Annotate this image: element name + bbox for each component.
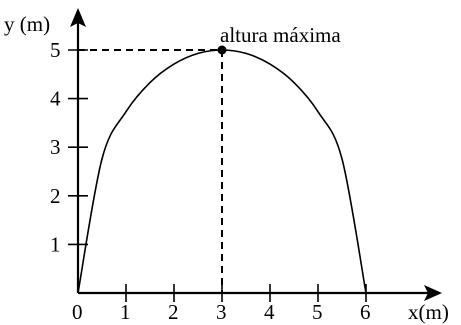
max-height-annotation: altura máxima xyxy=(220,23,341,47)
x-tick-label: 0 xyxy=(72,300,83,324)
max-height-point xyxy=(217,45,227,55)
x-tick-label: 1 xyxy=(120,300,131,324)
y-tick-label: 2 xyxy=(50,184,61,208)
x-axis-label: x(m) xyxy=(408,300,449,324)
y-tick-label: 5 xyxy=(50,38,61,62)
x-axis-ticks: 0 1 2 3 4 5 6 xyxy=(72,284,371,324)
x-tick-label: 6 xyxy=(360,300,371,324)
y-tick-label: 1 xyxy=(50,232,61,256)
x-axis-arrow-icon xyxy=(424,285,442,301)
x-tick-label: 2 xyxy=(168,300,179,324)
y-tick-label: 4 xyxy=(50,87,61,111)
y-axis-ticks: 1 2 3 4 5 xyxy=(50,38,88,256)
x-tick-label: 3 xyxy=(216,300,227,324)
x-tick-label: 5 xyxy=(312,300,323,324)
y-axis-label: y (m) xyxy=(4,12,50,36)
max-height-guides xyxy=(78,49,223,293)
y-tick-label: 3 xyxy=(50,135,61,159)
x-tick-label: 4 xyxy=(264,300,275,324)
y-axis-arrow-icon xyxy=(70,8,86,27)
